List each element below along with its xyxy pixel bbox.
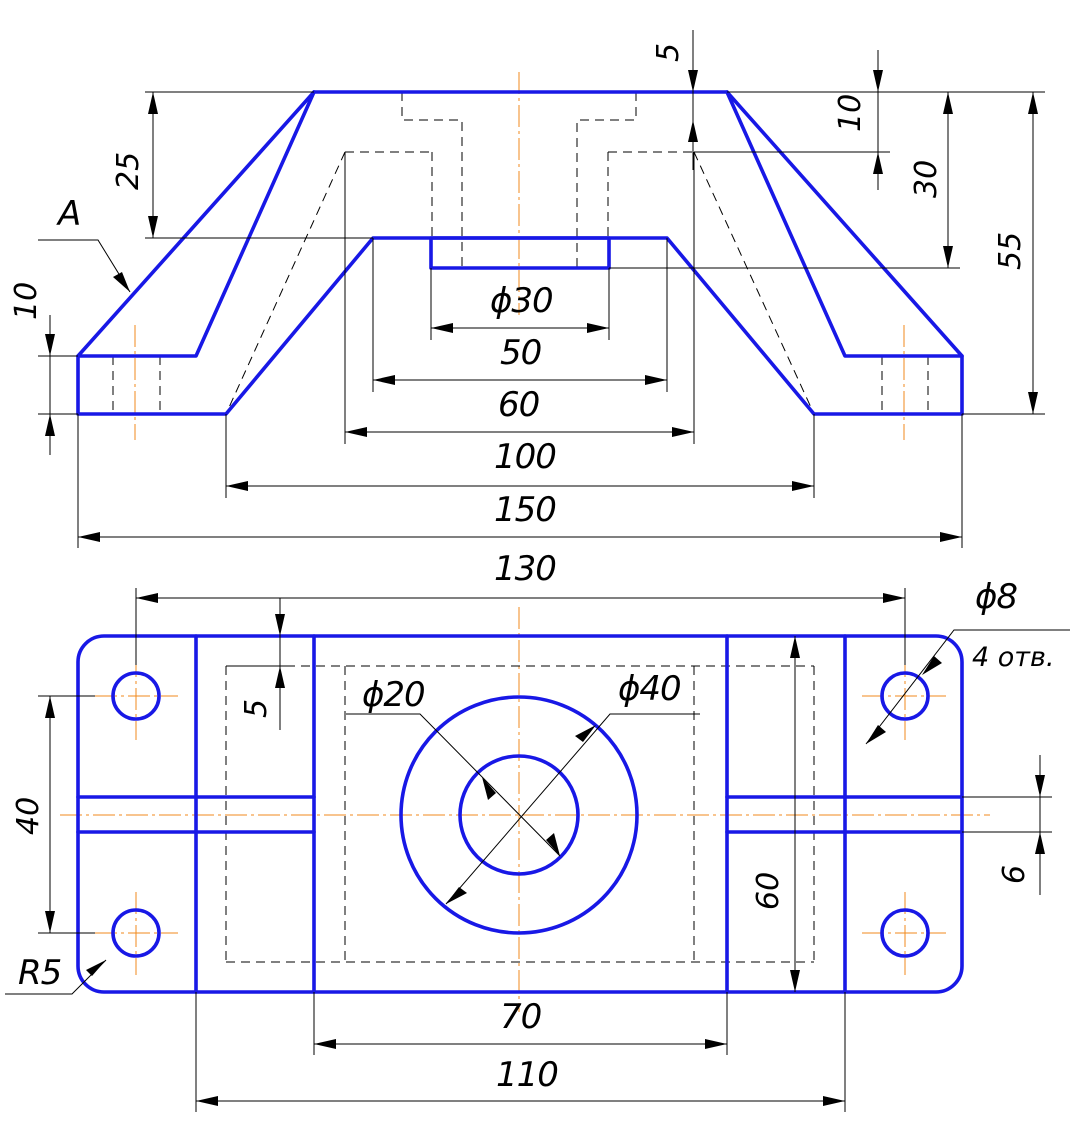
dim-radius: R5 [18,953,61,993]
front-hidden-lines [112,92,929,415]
top-dimension-lines [5,588,1070,1112]
dim-wall: 5 [239,699,274,718]
dim-length: 60 [751,872,786,910]
dim-base-height: 10 [9,282,44,320]
dim-total-height: 55 [993,232,1028,270]
mounting-hole [880,908,930,958]
dim-overall: 130 [494,549,556,589]
dim-center-width: 70 [500,997,541,1037]
front-arrows [45,70,1038,542]
dim-bore: ϕ30 [490,281,553,321]
dim-outer-dia: ϕ40 [618,669,681,709]
top-arrows [45,593,1045,1106]
dim-inner-dia: ϕ20 [362,675,425,715]
top-view: ϕ8 4 отв. 5 ϕ20 ϕ40 40 6 60 R5 70 110 [5,577,1070,1112]
mounting-hole [111,671,161,721]
dim-side-height: 25 [111,152,146,190]
front-view: A 5 10 30 55 25 10 ϕ30 50 60 100 150 130 [9,30,1045,589]
dim-width-top: 5 [651,43,686,62]
dim-rib-span: 110 [496,1055,558,1095]
dim-middle-width: 100 [494,437,556,477]
dim-rib-width: 6 [997,865,1032,884]
dim-base-width: 150 [494,490,556,530]
dim-rib-height: 10 [833,94,868,132]
dim-depth: 30 [909,160,944,198]
dim-hole-count: 4 отв. [972,642,1055,673]
dim-top-width: 60 [498,385,539,425]
mounting-hole [111,908,161,958]
top-hidden-lines [225,665,815,963]
dim-hole-dia: ϕ8 [975,577,1017,617]
outer-boss-circle [399,695,639,935]
top-outline [76,634,964,994]
dim-slot: 50 [500,333,541,373]
mounting-hole [880,671,930,721]
view-label-a: A [56,194,80,234]
dim-hole-spacing: 40 [11,797,46,835]
inner-bore-circle [458,754,580,876]
front-dimension-lines [38,30,1045,548]
